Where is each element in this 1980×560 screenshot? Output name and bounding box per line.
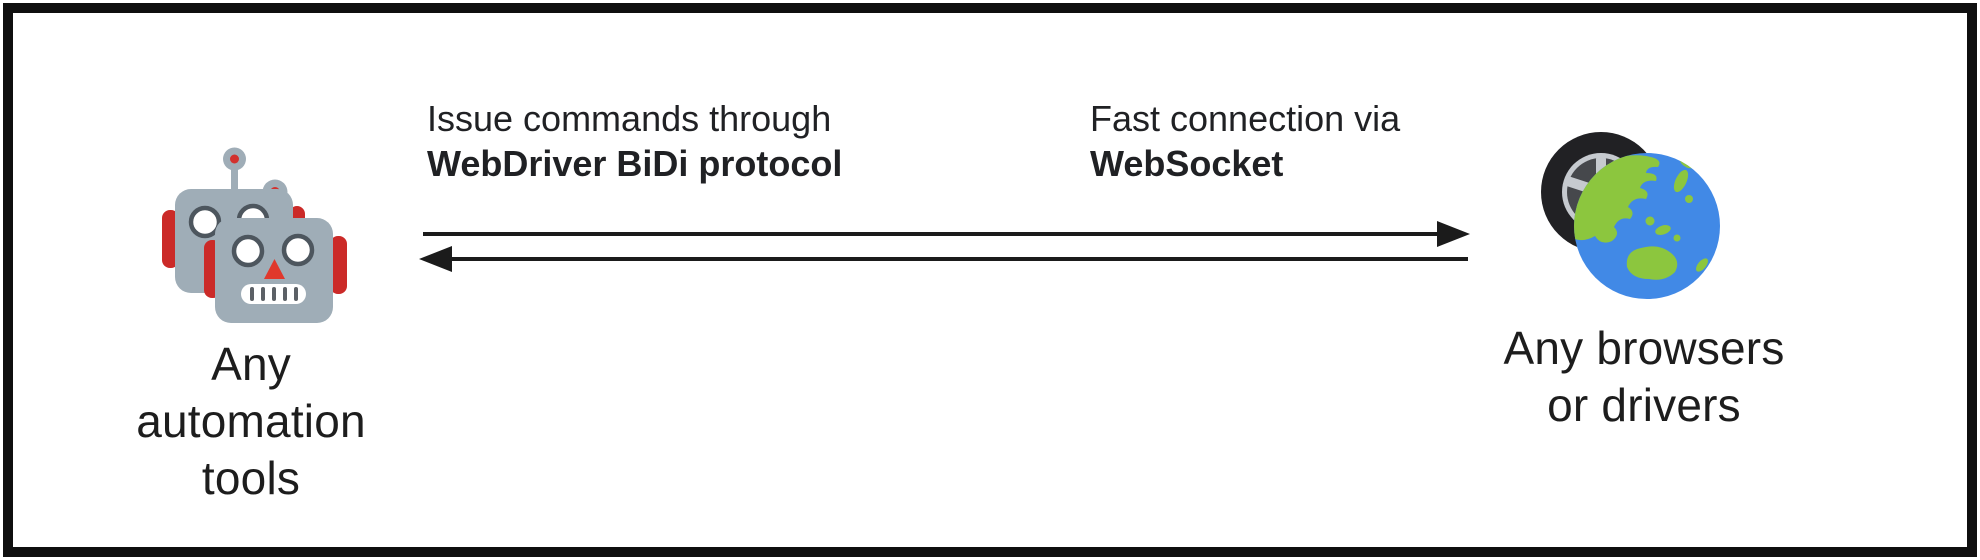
right-node-label: Any browsers or drivers	[1444, 320, 1844, 434]
arrow-left-icon	[419, 246, 1468, 272]
left-node-label-line1: Any	[211, 338, 291, 390]
right-node-label-line1: Any browsers	[1503, 322, 1785, 374]
socket-label: Fast connection via WebSocket	[1090, 96, 1400, 186]
command-label: Issue commands through WebDriver BiDi pr…	[427, 96, 842, 186]
right-node-label-line2: or drivers	[1547, 379, 1741, 431]
wheel-globe-icon	[1530, 118, 1740, 328]
wheel-globe-graphic	[1541, 132, 1720, 299]
front-robot	[204, 218, 347, 323]
bidirectional-arrows	[419, 221, 1470, 272]
robots-icon	[158, 136, 354, 332]
robot-emoji-graphic	[162, 147, 347, 323]
globe-icon	[1574, 153, 1720, 299]
command-label-normal: Issue commands through	[427, 98, 832, 139]
socket-label-normal: Fast connection via	[1090, 98, 1401, 139]
left-node-label-line3: tools	[201, 452, 301, 504]
left-node-label: Any automation tools	[56, 336, 446, 507]
socket-label-bold: WebSocket	[1090, 143, 1284, 184]
command-label-bold: WebDriver BiDi protocol	[427, 143, 843, 184]
arrow-right-icon	[423, 221, 1470, 247]
left-node-label-line2: automation	[136, 395, 366, 447]
